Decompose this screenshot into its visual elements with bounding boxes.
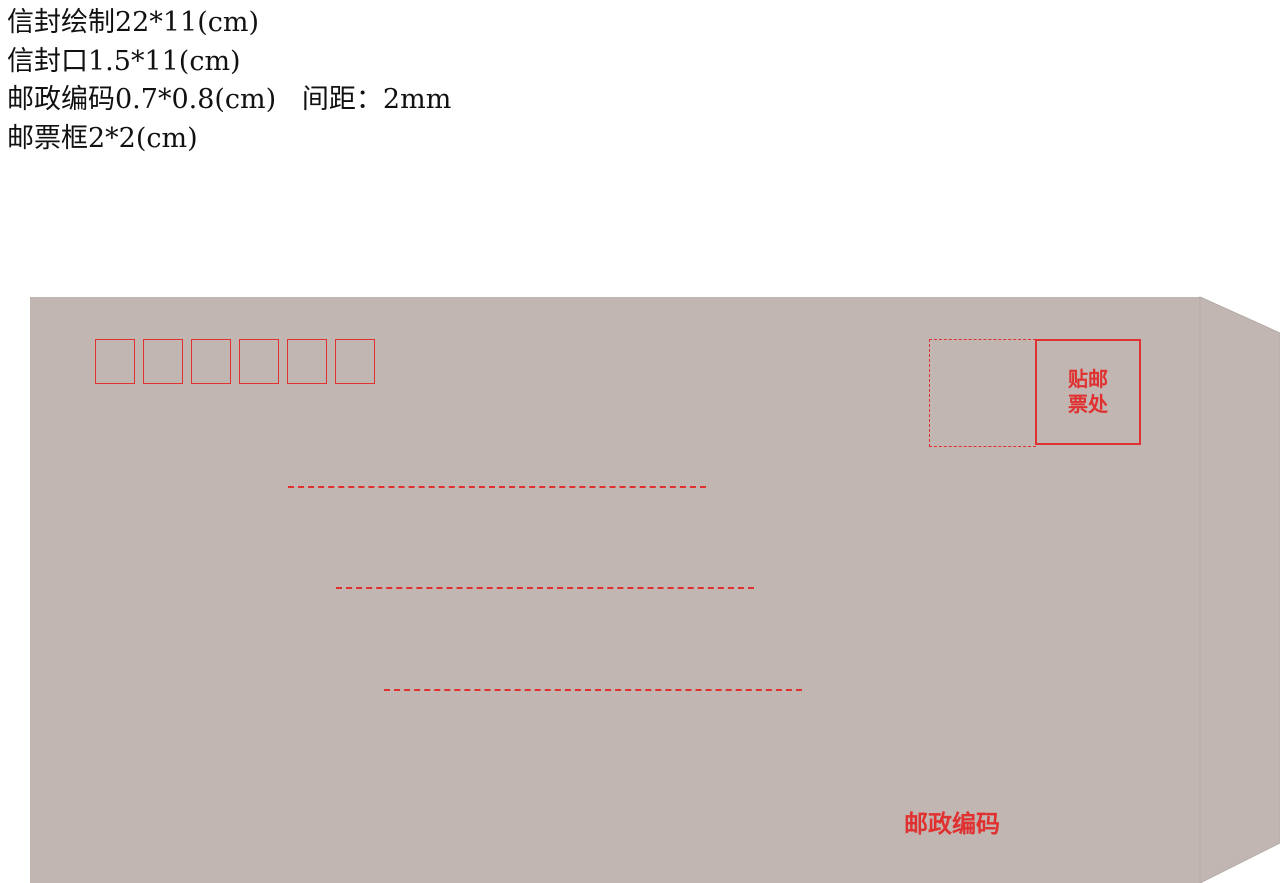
envelope-body	[30, 297, 1200, 883]
postcode-box	[191, 339, 231, 384]
address-line	[288, 486, 706, 488]
postcode-box	[239, 339, 279, 384]
stamp-box: 贴邮票处	[1035, 339, 1141, 445]
postcode-label: 邮政编码	[904, 810, 1000, 838]
postcode-box	[143, 339, 183, 384]
note-line: 邮政编码0.7*0.8(cm) 间距：2mm	[7, 84, 452, 115]
note-line: 邮票框2*2(cm)	[7, 122, 198, 154]
address-line	[384, 689, 802, 691]
postcode-box	[95, 339, 135, 384]
stamp-label: 贴邮票处	[1068, 367, 1108, 416]
postcode-box	[287, 339, 327, 384]
spec-notes: 信封绘制22*11(cm) 信封口1.5*11(cm) 邮政编码0.7*0.8(cm…	[7, 4, 451, 158]
note-line: 信封绘制22*11(cm)	[7, 7, 260, 38]
stamp-dashed-area	[929, 339, 1036, 447]
note-line: 信封口1.5*11(cm)	[7, 45, 241, 77]
postcode-box	[335, 339, 375, 384]
address-line	[336, 587, 754, 589]
